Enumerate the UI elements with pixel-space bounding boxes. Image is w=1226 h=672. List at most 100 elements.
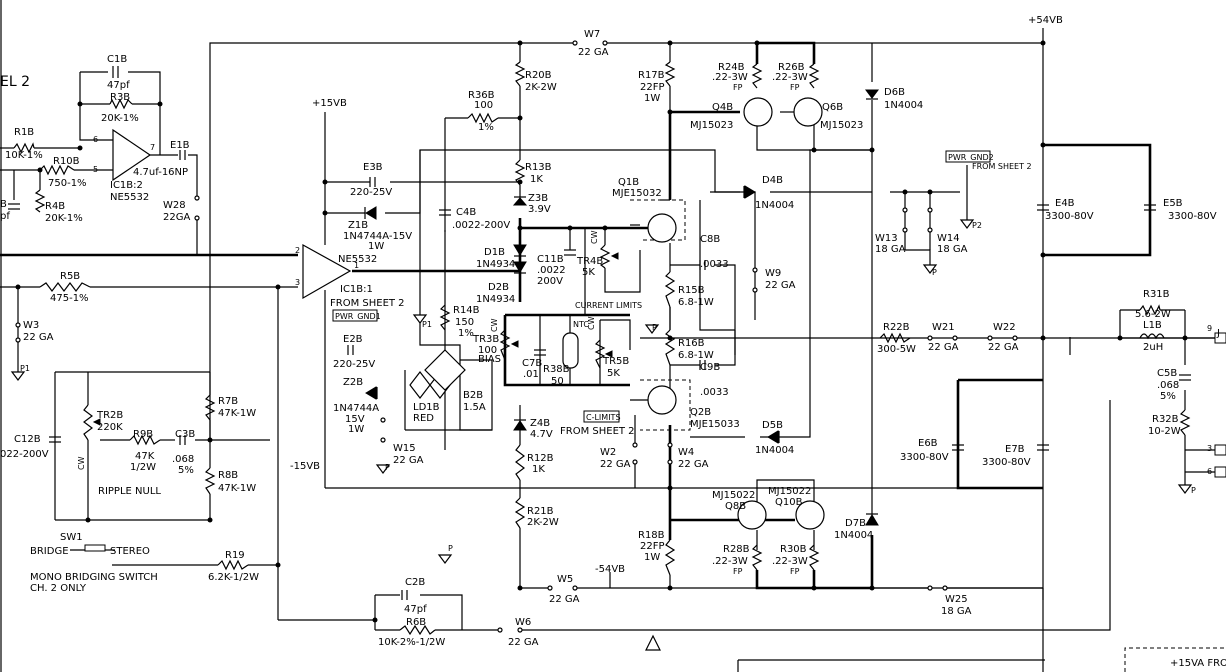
svg-text:MJ15023: MJ15023 (820, 120, 863, 131)
svg-text:9: 9 (1207, 324, 1212, 333)
rail-pos-main: +54VB (1028, 15, 1063, 26)
svg-text:R22B: R22B (883, 322, 910, 333)
svg-text:1K: 1K (532, 464, 545, 475)
svg-text:MJ15022: MJ15022 (768, 486, 811, 497)
svg-text:W13: W13 (875, 233, 898, 244)
svg-text:R14B: R14B (453, 305, 480, 316)
svg-text:5K: 5K (582, 267, 595, 278)
svg-text:1K: 1K (530, 174, 543, 185)
svg-text:R3B: R3B (110, 92, 130, 103)
svg-text:150: 150 (455, 317, 474, 328)
svg-text:pf: pf (0, 211, 10, 222)
svg-text:MJE15032: MJE15032 (612, 188, 662, 199)
svg-text:R17B: R17B (638, 70, 665, 81)
svg-text:5: 5 (93, 165, 98, 174)
svg-text:R6B: R6B (406, 617, 426, 628)
svg-text:R4B: R4B (45, 201, 65, 212)
svg-text:R28B: R28B (723, 544, 750, 555)
svg-text:C7B: C7B (522, 358, 542, 369)
svg-text:1%: 1% (458, 328, 474, 339)
svg-text:W5: W5 (557, 574, 573, 585)
svg-text:E5B: E5B (1163, 198, 1183, 209)
svg-text:1: 1 (354, 261, 359, 270)
svg-text:Z3B: Z3B (528, 193, 548, 204)
svg-text:MJE15033: MJE15033 (690, 419, 740, 430)
svg-text:RED: RED (413, 413, 434, 424)
svg-text:FP: FP (733, 83, 743, 92)
svg-text:R1B: R1B (14, 127, 34, 138)
ntc-label: NTC (573, 320, 589, 329)
svg-text:1N4004: 1N4004 (884, 100, 923, 111)
svg-text:W25: W25 (945, 594, 968, 605)
svg-text:3300-80V: 3300-80V (982, 457, 1031, 468)
svg-text:C8B: C8B (700, 234, 720, 245)
svg-text:R36B: R36B (468, 90, 495, 101)
svg-text:C5B: C5B (1157, 368, 1177, 379)
current-limits-label: CURRENT LIMITS (575, 301, 642, 310)
ripple-null-label: RIPPLE NULL (98, 486, 161, 497)
thermistor (562, 332, 579, 369)
channel-label: EL 2 (0, 74, 30, 90)
svg-text:20K-1%: 20K-1% (101, 113, 139, 124)
svg-text:.22-3W: .22-3W (772, 556, 808, 567)
svg-text:22 GA: 22 GA (578, 47, 609, 58)
svg-text:2K-2W: 2K-2W (525, 82, 557, 93)
op-amp-ic1b2 (112, 128, 152, 182)
svg-text:LD1B: LD1B (413, 402, 440, 413)
svg-text:50: 50 (551, 376, 564, 387)
svg-text:W6: W6 (515, 617, 531, 628)
svg-text:C11B: C11B (537, 254, 564, 265)
svg-text:C2B: C2B (405, 577, 425, 588)
svg-text:200V: 200V (537, 276, 563, 287)
svg-text:1N4004: 1N4004 (834, 530, 873, 541)
svg-text:Q8B: Q8B (725, 501, 746, 512)
svg-text:100: 100 (478, 345, 497, 356)
svg-text:P: P (652, 323, 657, 332)
svg-text:Q10B: Q10B (775, 497, 803, 508)
pwr-gnd1-label: PWR_GND1 (335, 312, 381, 321)
svg-text:475-1%: 475-1% (50, 293, 89, 304)
stereo-label: STEREO (110, 546, 150, 557)
rail-neg-op: -15VB (290, 461, 320, 472)
svg-text:3.9V: 3.9V (528, 204, 551, 215)
svg-text:1N4744A: 1N4744A (333, 403, 379, 414)
svg-text:B: B (0, 199, 7, 210)
text-labels: EL 2 +54VB +15VB -15VB -54VB +15VA FRO I… (0, 15, 1226, 669)
svg-text:D1B: D1B (484, 247, 505, 258)
svg-text:47pf: 47pf (107, 80, 130, 91)
from-sheet2-label: FROM SHEET 2 (330, 298, 405, 309)
svg-text:Z4B: Z4B (530, 418, 550, 429)
op-amp-ic1b1 (302, 243, 352, 300)
svg-text:D7B: D7B (845, 518, 866, 529)
svg-text:1N4004: 1N4004 (755, 200, 794, 211)
svg-text:FP: FP (790, 567, 800, 576)
rail-pos-op: +15VB (312, 98, 347, 109)
svg-text:220K: 220K (97, 422, 123, 433)
svg-text:CW: CW (490, 318, 499, 332)
svg-text:W15: W15 (393, 443, 416, 454)
svg-text:MJ15022: MJ15022 (712, 490, 755, 501)
svg-text:18 GA: 18 GA (875, 244, 906, 255)
svg-text:R30B: R30B (780, 544, 807, 555)
svg-text:E4B: E4B (1055, 198, 1075, 209)
svg-text:1N4934: 1N4934 (476, 259, 515, 270)
svg-text:.22-3W: .22-3W (772, 72, 808, 83)
svg-text:22 GA: 22 GA (678, 459, 709, 470)
svg-text:7: 7 (150, 143, 155, 152)
svg-text:Q1B: Q1B (618, 177, 639, 188)
svg-text:22 GA: 22 GA (23, 332, 54, 343)
svg-text:1/2W: 1/2W (130, 462, 156, 473)
svg-text:R31B: R31B (1143, 289, 1170, 300)
svg-text:D6B: D6B (884, 87, 905, 98)
svg-text:P2: P2 (972, 221, 982, 230)
svg-text:3: 3 (1207, 444, 1212, 453)
svg-text:R9B: R9B (133, 429, 153, 440)
svg-text:220-25V: 220-25V (350, 187, 392, 198)
ground-symbols (10, 219, 1193, 651)
svg-text:5.6-2W: 5.6-2W (1135, 309, 1171, 320)
c-limits-label: C-LIMITS (586, 413, 621, 422)
svg-text:R12B: R12B (527, 453, 554, 464)
svg-text:47K-1W: 47K-1W (218, 408, 256, 419)
svg-text:22 GA: 22 GA (988, 342, 1019, 353)
svg-text:P1: P1 (20, 364, 30, 373)
